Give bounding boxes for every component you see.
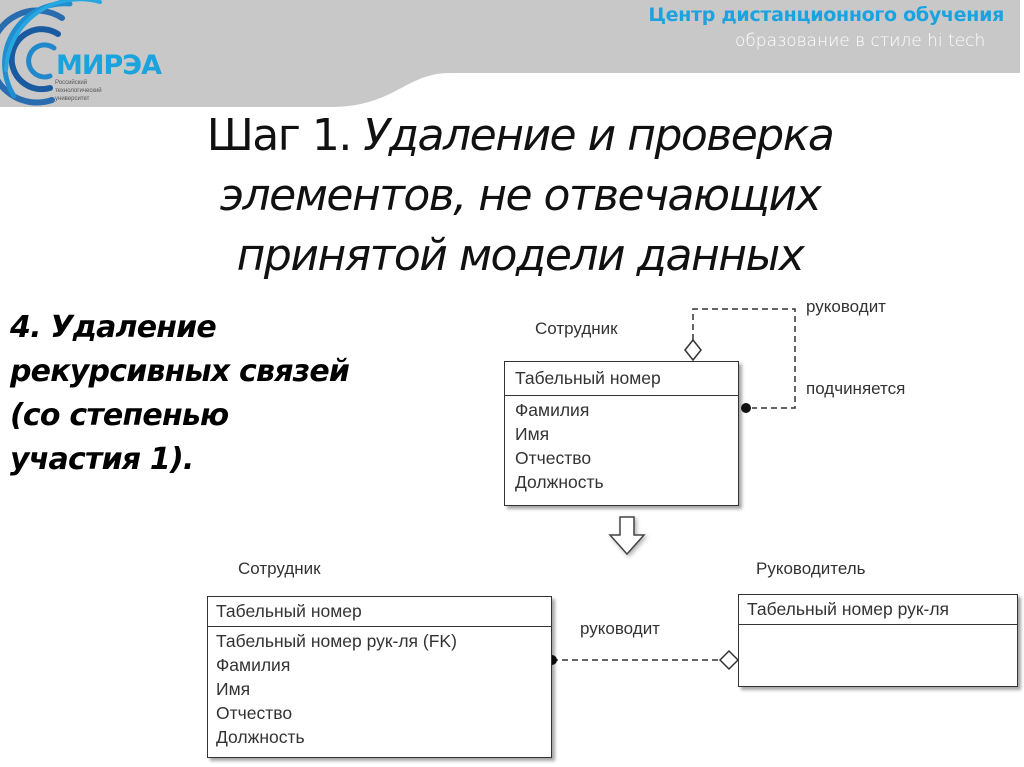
- down-arrow-icon: [608, 516, 646, 556]
- center-subtitle: образование в стиле hi tech: [735, 31, 986, 51]
- entity-employee-after: Табельный номер Табельный номер рук-ля (…: [207, 596, 552, 758]
- logo-subtitle-line: технологический: [55, 88, 102, 94]
- filled-dot-icon: [741, 403, 751, 413]
- mirea-logo: МИРЭА Российский технологический универс…: [0, 0, 180, 108]
- diamond-icon: [684, 338, 702, 362]
- entity-pk: Табельный номер: [505, 362, 738, 396]
- entity-attribute: Фамилия: [216, 655, 291, 675]
- entity-attribute: Фамилия: [515, 400, 590, 420]
- relation-label-manages: руководит: [806, 297, 886, 316]
- entity-manager-after: Табельный номер рук-ля: [738, 594, 1018, 687]
- entity-label-employee: Сотрудник: [238, 559, 321, 578]
- entity-attribute: Отчество: [216, 703, 293, 723]
- title-line-1: Шаг 1. Удаление и проверка: [130, 106, 910, 166]
- logo-arcs-icon: [0, 0, 102, 106]
- relation-label-manages: руководит: [580, 619, 660, 638]
- title-rest: Удаление и проверка: [350, 110, 834, 161]
- entity-label-manager: Руководитель: [756, 559, 866, 578]
- entity-attribute: Табельный номер рук-ля (FK): [216, 631, 457, 651]
- relation-label-subordinate: подчиняется: [806, 379, 906, 398]
- side-note-line: участия 1).: [10, 442, 194, 477]
- logo-subtitle: Российский технологический университет: [55, 79, 102, 103]
- entity-attribute: Должность: [216, 727, 305, 747]
- entity-attribute: Имя: [515, 424, 550, 444]
- side-note-line: (со степенью: [10, 398, 229, 433]
- entity-pk: Табельный номер рук-ля: [739, 595, 1017, 625]
- entity-label-employee: Сотрудник: [535, 319, 618, 338]
- center-title: Центр дистанционного обучения: [648, 4, 1004, 26]
- entity-attributes: Табельный номер рук-ля (FK) Фамилия Имя …: [208, 627, 551, 751]
- logo-name: МИРЭА: [56, 50, 162, 81]
- side-note: 4. Удаление рекурсивных связей (со степе…: [10, 306, 380, 482]
- logo-subtitle-line: Российский: [55, 80, 88, 86]
- header-background: [0, 0, 1020, 107]
- entity-attributes: [739, 625, 1017, 629]
- entity-attribute: Имя: [216, 679, 251, 699]
- side-note-line: 4. Удаление: [10, 310, 217, 345]
- entity-attribute: Отчество: [515, 448, 592, 468]
- recursive-relation-line: [692, 308, 796, 409]
- title-prefix: Шаг 1.: [206, 110, 353, 161]
- side-note-line: рекурсивных связей: [10, 354, 350, 389]
- title-line-2: элементов, не отвечающих: [219, 170, 822, 221]
- diamond-icon: [718, 649, 740, 671]
- title-line-3: принятой модели данных: [236, 230, 805, 281]
- entity-attribute: Должность: [515, 472, 604, 492]
- entity-employee-before: Табельный номер Фамилия Имя Отчество Дол…: [504, 361, 739, 506]
- slide-title: Шаг 1. Удаление и проверка элементов, не…: [130, 106, 910, 286]
- entity-attributes: Фамилия Имя Отчество Должность: [505, 396, 738, 496]
- logo-subtitle-line: университет: [55, 96, 90, 102]
- entity-pk: Табельный номер: [208, 597, 551, 627]
